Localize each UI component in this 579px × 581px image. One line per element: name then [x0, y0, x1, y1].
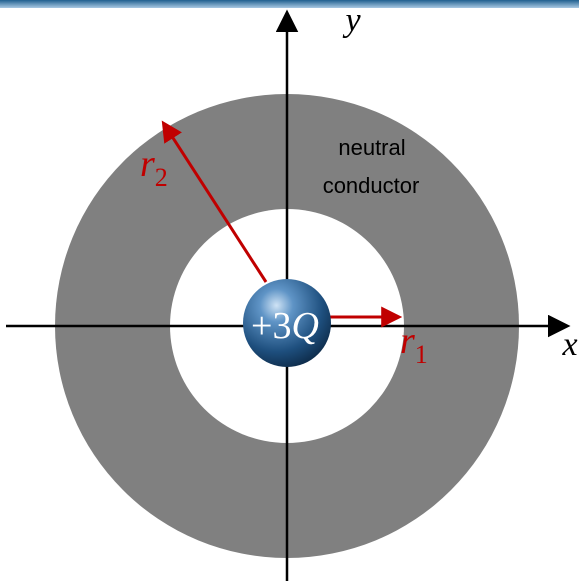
inner-radius-symbol: r: [400, 320, 415, 362]
charge-symbol: Q: [291, 305, 318, 347]
header-bar: [0, 0, 579, 8]
inner-radius-label: r1: [400, 320, 428, 369]
y-axis-label: y: [342, 2, 361, 39]
x-axis-label: x: [561, 326, 577, 363]
charge-label: +3Q: [251, 305, 319, 347]
outer-radius-label: r2: [140, 143, 168, 192]
outer-radius-symbol: r: [140, 143, 155, 185]
inner-radius-subscript: 1: [415, 340, 428, 369]
charge-number: +3: [251, 305, 291, 347]
shell-label-line1: neutral: [338, 135, 405, 160]
outer-radius-subscript: 2: [155, 163, 168, 192]
point-charge: [243, 279, 331, 367]
shell-label-line2: conductor: [323, 173, 420, 198]
outer-radius-arrow: [161, 120, 268, 283]
